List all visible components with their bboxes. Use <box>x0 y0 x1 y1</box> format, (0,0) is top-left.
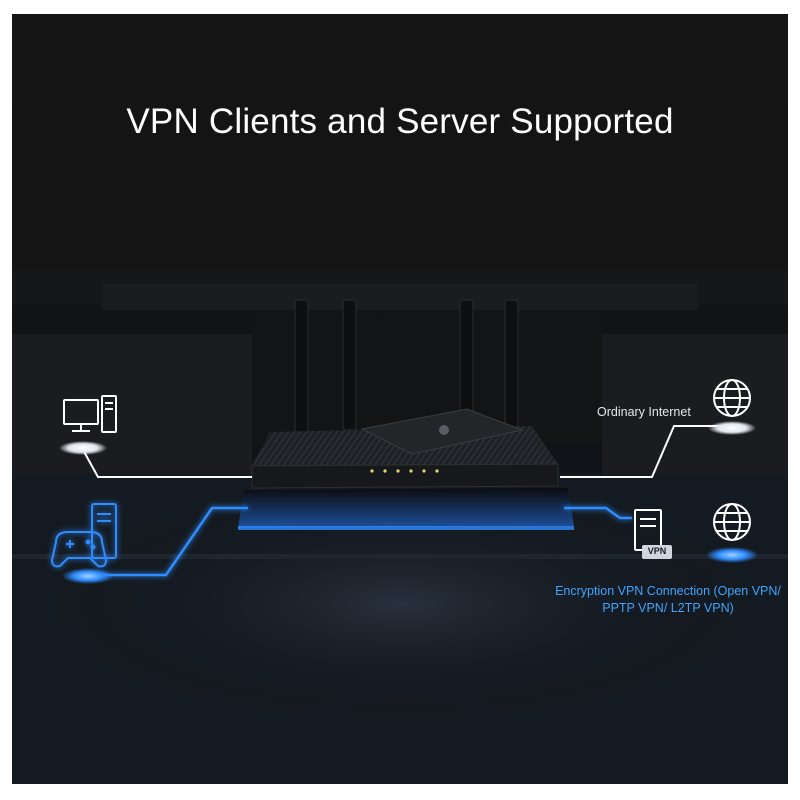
vpn-badge: VPN <box>647 546 667 556</box>
vpn-line-right <box>564 506 632 520</box>
gamepad-console-icon <box>50 503 117 568</box>
ordinary-line-left <box>81 447 252 478</box>
ordinary-internet-label: Ordinary Internet <box>597 405 691 419</box>
vpn-line-left <box>82 506 248 577</box>
scene-graphic <box>12 269 788 784</box>
globe-vpn-platform <box>706 547 758 563</box>
globe-vpn-icon <box>713 503 751 541</box>
router-leds <box>370 469 439 473</box>
desktop-platform <box>59 441 107 455</box>
vpn-connection-lines <box>82 506 632 577</box>
globe-icon <box>713 379 751 417</box>
product-banner: VPN VPN Clients and Server Supported Ord… <box>12 14 788 784</box>
vpn-connection-label: Encryption VPN Connection (Open VPN/ PPT… <box>555 584 781 615</box>
page-title: VPN Clients and Server Supported <box>126 102 674 141</box>
ordinary-connection-lines <box>81 425 726 478</box>
router-device <box>238 408 574 530</box>
ordinary-line-right <box>560 425 726 478</box>
gaming-platform <box>62 568 114 584</box>
globe-ordinary-platform <box>708 421 756 435</box>
desktop-computer-icon <box>63 395 117 433</box>
vpn-server-icon <box>634 509 672 559</box>
